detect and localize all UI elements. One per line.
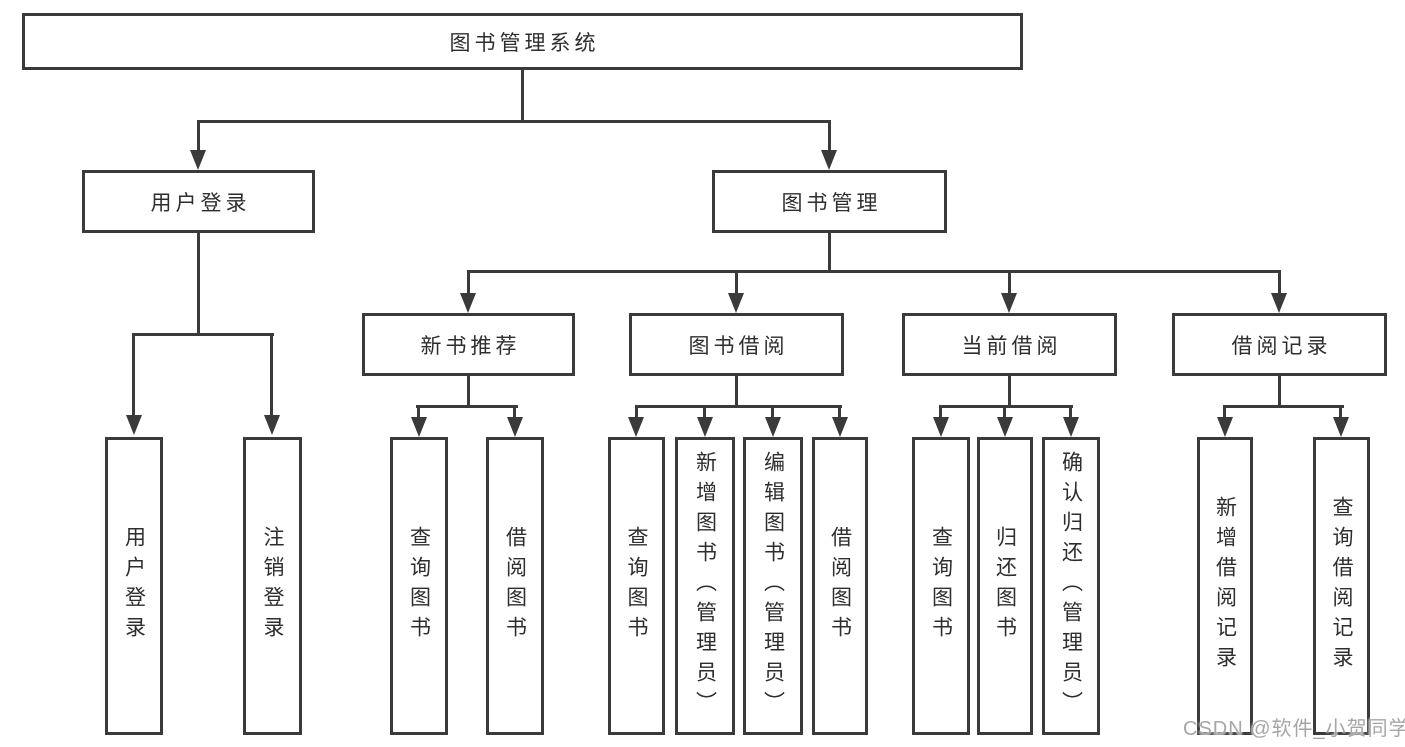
arrow-to-nbr-borrow [507,417,523,437]
arrow-to-bb-edit [765,417,781,437]
connector-br-drop-1 [1223,405,1226,419]
connector-br-rail [1223,405,1344,408]
node-current-borrow: 当前借阅 [902,313,1117,376]
connector-nbr-stem [467,376,470,408]
arrow-to-cb-confirm [1063,417,1079,437]
node-new-book-rec: 新书推荐 [362,313,575,376]
node-borrow-records: 借阅记录 [1172,313,1387,376]
connector-bookmgmt-drop-3 [1008,270,1011,295]
node-root: 图书管理系统 [22,13,1023,70]
connector-bb-stem [735,376,738,408]
connector-bookmgmt-stem [828,233,831,273]
connector-userlogin-drop-right [270,333,273,417]
connector-bb-rail [635,405,842,408]
connector-userlogin-drop-left [132,333,135,417]
node-user-login: 用户登录 [82,170,315,233]
connector-root-stem [521,70,524,122]
node-bb-query: 查询图书 [608,437,665,735]
arrow-to-current-borrow [1001,293,1017,313]
connector-cb-drop-1 [939,405,942,419]
arrow-to-borrow-records [1271,293,1287,313]
node-cb-return: 归还图书 [977,437,1033,735]
connector-bb-drop-2 [703,405,706,419]
connector-cb-stem [1008,376,1011,408]
connector-bookmgmt-rail [467,270,1281,273]
connector-cb-drop-3 [1069,405,1072,419]
arrow-to-bb-add [697,417,713,437]
node-nbr-query: 查询图书 [390,437,448,735]
arrow-to-bb-borrow [832,417,848,437]
arrow-to-cb-return [997,417,1013,437]
arrow-to-book-mgmt [821,150,837,170]
connector-br-drop-2 [1339,405,1342,419]
node-bb-borrow: 借阅图书 [812,437,868,735]
connector-root-rail [197,120,831,123]
node-bb-add: 新增图书（管理员） [675,437,735,735]
arrow-to-logout [264,415,280,435]
connector-bb-drop-3 [771,405,774,419]
connector-nbr-rail [416,405,518,408]
connector-userlogin-rail [132,333,274,336]
node-bb-edit: 编辑图书（管理员） [743,437,803,735]
arrow-to-bb-query [628,417,644,437]
node-logout: 注销登录 [243,437,302,735]
arrow-to-cb-query [933,417,949,437]
arrow-to-nbr-query [411,417,427,437]
node-login: 用户登录 [105,437,163,735]
connector-bb-drop-4 [838,405,841,419]
connector-br-stem [1278,376,1281,408]
node-br-query: 查询借阅记录 [1313,437,1370,735]
csdn-watermark: CSDN @软件_小贺同学 [1183,718,1405,740]
node-book-borrow: 图书借阅 [629,313,844,376]
arrow-to-login [126,415,142,435]
arrow-to-new-book-rec [460,293,476,313]
connector-root-drop-right [828,120,831,152]
connector-bookmgmt-drop-4 [1278,270,1281,295]
node-nbr-borrow: 借阅图书 [486,437,544,735]
arrow-to-user-login [190,150,206,170]
node-br-add: 新增借阅记录 [1197,437,1253,735]
arrow-to-book-borrow [728,293,744,313]
connector-nbr-drop-1 [417,405,420,419]
connector-cb-rail [939,405,1073,408]
arrow-to-br-add [1217,417,1233,437]
connector-root-drop-left [197,120,200,152]
node-cb-confirm: 确认归还（管理员） [1042,437,1100,735]
connector-bookmgmt-drop-1 [467,270,470,295]
node-book-mgmt: 图书管理 [712,170,947,233]
connector-bookmgmt-drop-2 [735,270,738,295]
arrow-to-br-query [1333,417,1349,437]
connector-userlogin-stem [197,233,200,336]
connector-bb-drop-1 [635,405,638,419]
connector-nbr-drop-2 [513,405,516,419]
node-cb-query: 查询图书 [912,437,970,735]
connector-cb-drop-2 [1003,405,1006,419]
